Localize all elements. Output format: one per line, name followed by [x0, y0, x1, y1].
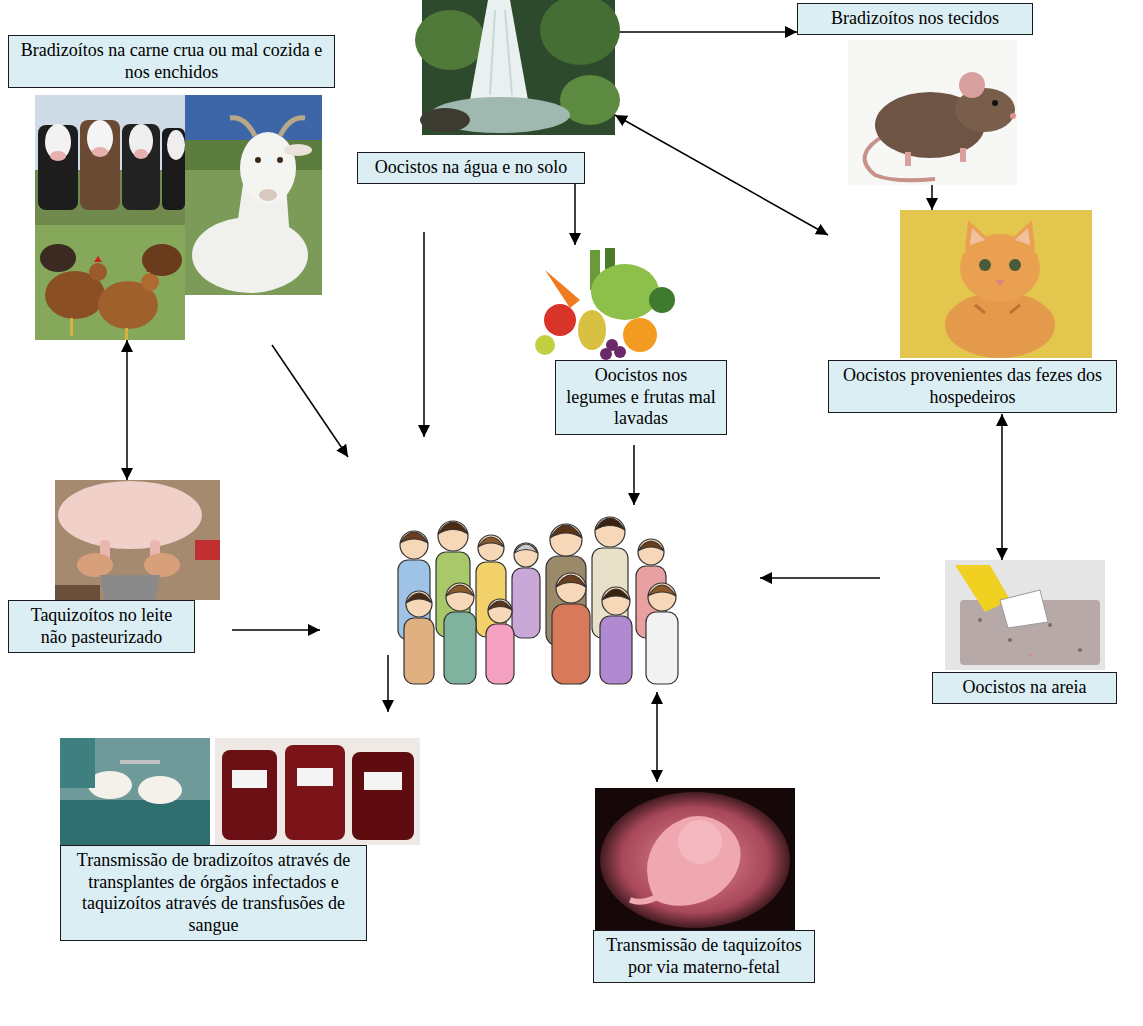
label-box: Oocistos provenientes das fezes dos hosp… — [828, 360, 1117, 413]
connector-arrow — [615, 115, 828, 235]
connector-arrow — [931, 185, 933, 210]
rat-photo — [848, 40, 1017, 185]
node-label: Oocistos na areia — [941, 677, 1108, 699]
transmission-arrows — [232, 232, 880, 782]
label-box: Bradizoítos na carne crua ou mal cozida … — [8, 35, 335, 88]
label-box: Oocistos na água e no solo — [357, 152, 585, 184]
node-label: Bradizoítos nos tecidos — [806, 8, 1024, 30]
cows-photo — [35, 95, 185, 225]
node-label: Taquizoítos no leite não pasteurizado — [17, 605, 186, 648]
waterfall-photo — [415, 0, 620, 135]
transmission-node: Bradizoítos nos tecidos — [797, 3, 1033, 185]
node-label: Transmissão de bradizoítos através de tr… — [69, 850, 358, 936]
label-box: Transmissão de bradizoítos através de tr… — [60, 845, 367, 941]
node-label: Oocistos provenientes das fezes dos hosp… — [837, 365, 1108, 408]
connector-arrow — [1001, 414, 1003, 560]
transmission-node: Oocistos nos legumes e frutas mal lavada… — [530, 245, 727, 435]
vegetables-photo — [530, 245, 675, 360]
blood-bags-photo — [215, 738, 420, 845]
people-illustration — [398, 517, 678, 684]
transmission-node: Transmissão de bradizoítos através de tr… — [60, 738, 420, 942]
label-box: Taquizoítos no leite não pasteurizado — [8, 600, 195, 653]
label-box: Oocistos nos legumes e frutas mal lavada… — [555, 360, 727, 435]
node-label: Oocistos na água e no solo — [366, 157, 576, 179]
label-box: Transmissão de taquizoítos por via mater… — [593, 930, 815, 983]
label-box: Oocistos na areia — [932, 672, 1117, 704]
transmission-node: Bradizoítos na carne crua ou mal cozida … — [8, 35, 335, 340]
transmission-node: Oocistos provenientes das fezes dos hosp… — [828, 210, 1117, 414]
connector-arrow — [574, 184, 576, 245]
fetus-photo — [595, 788, 795, 930]
litter-photo — [945, 560, 1105, 670]
transmission-node: Oocistos na água e no solo — [357, 0, 615, 184]
transmission-node: Oocistos na areia — [932, 560, 1117, 704]
goat-photo — [185, 95, 322, 295]
node-label: Transmissão de taquizoítos por via mater… — [602, 935, 806, 978]
transmission-node: Taquizoítos no leite não pasteurizado — [8, 480, 220, 654]
node-label: Oocistos nos legumes e frutas mal lavada… — [564, 365, 718, 430]
kitten-photo — [900, 210, 1092, 358]
milking-photo — [55, 480, 220, 600]
chickens-photo — [35, 225, 185, 340]
surgery-photo — [60, 738, 210, 845]
label-box: Bradizoítos nos tecidos — [797, 3, 1033, 35]
connector-arrow — [126, 340, 128, 480]
connector-arrow — [615, 31, 797, 33]
node-label: Bradizoítos na carne crua ou mal cozida … — [17, 40, 326, 83]
transmission-node: Transmissão de taquizoítos por via mater… — [593, 788, 815, 984]
